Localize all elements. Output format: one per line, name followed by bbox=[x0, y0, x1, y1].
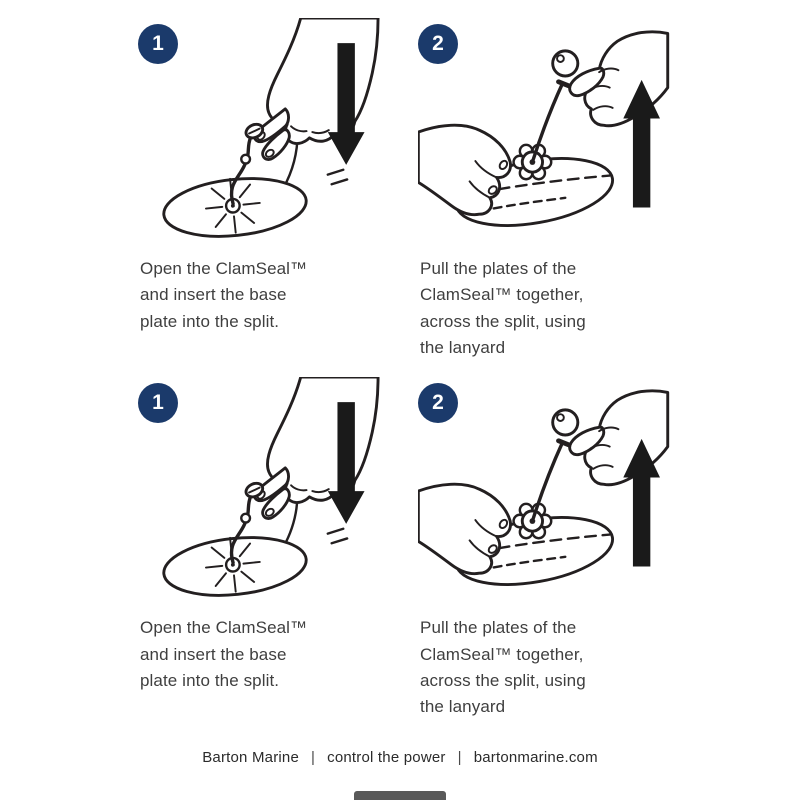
step-number-badge: 1 bbox=[138, 24, 178, 64]
step1-illustration bbox=[138, 18, 400, 250]
footer-url: bartonmarine.com bbox=[473, 749, 598, 766]
footer-brand: Barton Marine bbox=[202, 749, 300, 766]
step-caption: Open the ClamSeal™ and insert the base p… bbox=[140, 618, 308, 691]
steps-grid: 1 Open the ClamSeal™ and insert the base… bbox=[120, 16, 680, 721]
step-panel-2b: 2 Pull the plates of the ClamSeal™ toget… bbox=[400, 375, 680, 720]
step-number-badge: 2 bbox=[418, 383, 458, 424]
step-caption: Pull the plates of the ClamSeal™ togethe… bbox=[420, 618, 586, 717]
footer: Barton Marine | control the power | bartonma… bbox=[0, 749, 800, 766]
step-panel-1a: 1 Open the ClamSeal™ and insert the base… bbox=[120, 16, 400, 361]
step-number-badge: 2 bbox=[418, 24, 458, 64]
step1-illustration bbox=[138, 377, 400, 609]
footer-separator: | bbox=[311, 749, 316, 766]
step-caption: Open the ClamSeal™ and insert the base p… bbox=[140, 259, 308, 331]
step-number-badge: 1 bbox=[138, 383, 178, 424]
step2-illustration bbox=[418, 377, 680, 609]
step2-illustration bbox=[418, 18, 680, 250]
step-panel-2a: 2 Pull the plates of the ClamSeal™ toget… bbox=[400, 16, 680, 361]
bottom-bar bbox=[354, 791, 446, 800]
step-panel-1b: 1 Open the ClamSeal™ and insert the base… bbox=[120, 375, 400, 720]
footer-tagline: control the power bbox=[327, 749, 446, 766]
step-caption: Pull the plates of the ClamSeal™ togethe… bbox=[420, 259, 586, 358]
footer-separator: | bbox=[457, 749, 462, 766]
